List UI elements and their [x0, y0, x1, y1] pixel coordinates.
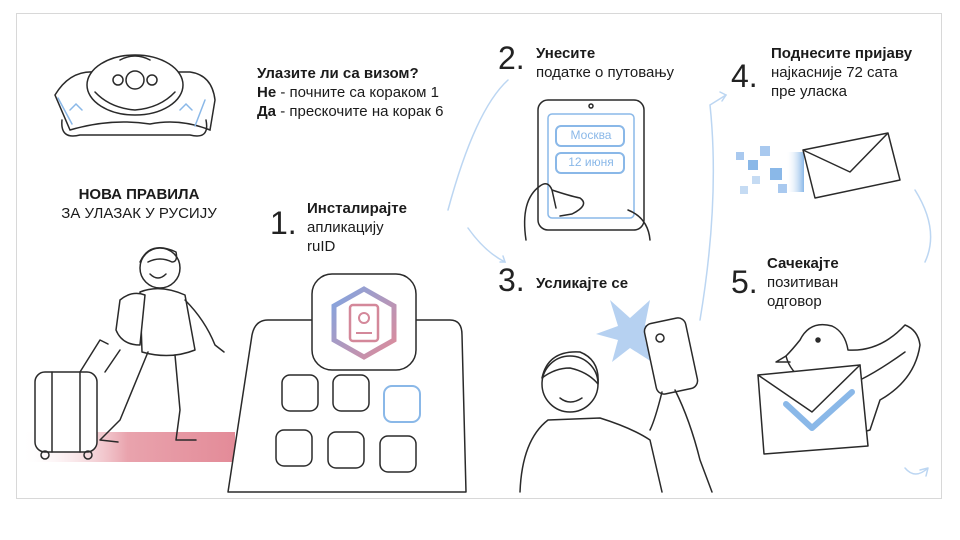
hand-holding-phone-icon [523, 99, 651, 241]
step-2-line-1: податке о путовању [536, 64, 675, 81]
visa-yes-text: - прескочите на корак 6 [276, 103, 444, 120]
step-4-title: Поднесите пријаву [771, 45, 913, 62]
step-4-number: 4. [731, 58, 758, 94]
step-1-title: Инсталирајте [307, 200, 407, 217]
step-1-line-1: апликацију [307, 219, 384, 236]
visa-no-line: Не - почните са кораком 1 [257, 83, 487, 102]
checkmark-icon [783, 389, 855, 431]
step-4-line-2: пре уласка [771, 83, 847, 100]
visa-no-text: - почните са кораком 1 [276, 84, 440, 101]
dove-with-letter-icon [757, 323, 921, 455]
step-3-text: Усликајте се [536, 274, 696, 293]
selfie-person-icon [519, 300, 713, 493]
phone-field-date: 12 июня [568, 155, 614, 169]
step-1-text: Инсталирајте апликацију ruID [307, 199, 447, 256]
step-4-line-1: најкасније 72 сата [771, 64, 898, 81]
step-2-number: 2. [498, 40, 525, 76]
step-5-line-2: одговор [767, 293, 822, 310]
visa-yes-label: Да [257, 103, 277, 120]
bread-on-towel-icon [54, 54, 216, 137]
step-1-line-2: ruID [307, 238, 336, 255]
headline-line1: НОВА ПРАВИЛА [78, 186, 200, 203]
step-4-text: Поднесите пријаву најкасније 72 сата пре… [771, 44, 941, 101]
visa-yes-line: Да - прескочите на корак 6 [257, 102, 487, 121]
flow-arrows [447, 79, 932, 477]
step-3-title: Усликајте се [536, 275, 629, 292]
headline-line2: ЗА УЛАЗАК У РУСИЈУ [61, 205, 217, 222]
visa-question: Улазите ли са визом? [257, 65, 419, 82]
step-2-text: Унесите податке о путовању [536, 44, 716, 82]
step-2-title: Унесите [536, 45, 596, 62]
traveler-with-suitcase-icon [20, 247, 235, 462]
envelope-icon [736, 132, 901, 199]
step-1-number: 1. [270, 205, 297, 241]
step-3-number: 3. [498, 262, 525, 298]
phone-field-city: Москва [570, 128, 612, 142]
headline: НОВА ПРАВИЛА ЗА УЛАЗАК У РУСИЈУ [30, 185, 248, 223]
step-5-line-1: позитиван [767, 274, 839, 291]
visa-block: Улазите ли са визом? Не - почните са кор… [257, 64, 487, 121]
ruid-app-icon [311, 273, 417, 371]
visa-no-label: Не [257, 84, 277, 101]
step-5-text: Сачекајте позитиван одговор [767, 254, 927, 311]
step-5-title: Сачекајте [767, 255, 839, 272]
step-5-number: 5. [731, 264, 758, 300]
